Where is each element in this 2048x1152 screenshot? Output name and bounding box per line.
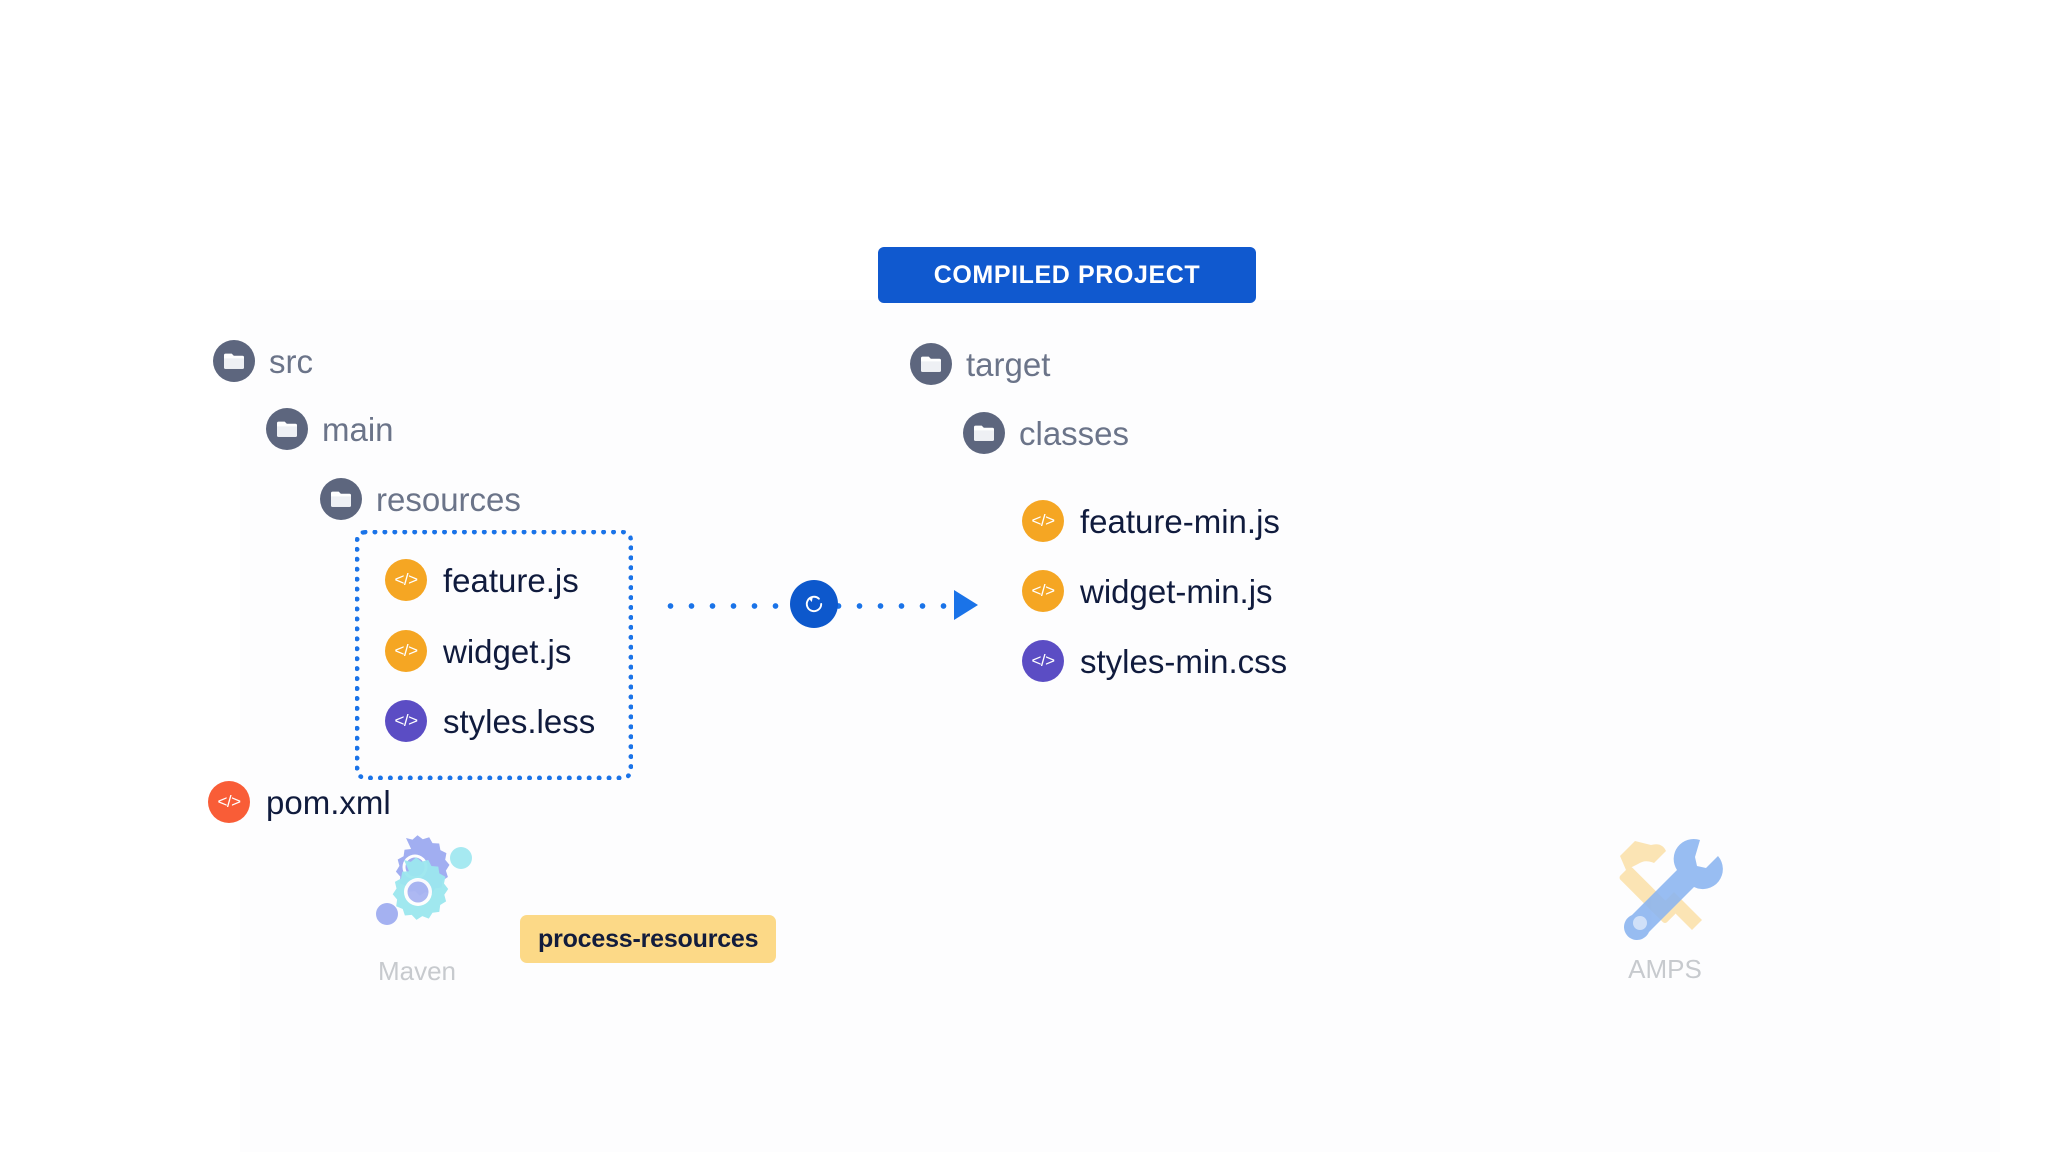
tree-node-label: src bbox=[269, 342, 313, 380]
compiled-project-banner: COMPILED PROJECT bbox=[878, 247, 1256, 303]
code-file-icon: </> bbox=[1022, 640, 1064, 682]
file-item-styles-min-css[interactable]: </> styles-min.css bbox=[1022, 640, 1287, 682]
file-item-label: widget-min.js bbox=[1080, 572, 1273, 610]
selected-resources-outline bbox=[355, 530, 633, 780]
tree-node-classes[interactable]: classes bbox=[963, 412, 1129, 454]
tree-node-label: target bbox=[966, 345, 1051, 383]
code-file-icon-glyph: </> bbox=[394, 711, 418, 730]
code-file-icon: </> bbox=[208, 781, 250, 823]
folder-icon bbox=[963, 412, 1005, 454]
file-item-label: styles.less bbox=[443, 702, 596, 740]
tree-node-src[interactable]: src bbox=[213, 340, 313, 382]
tree-node-target[interactable]: target bbox=[910, 343, 1050, 385]
code-file-icon: </> bbox=[385, 700, 427, 742]
code-file-icon-glyph: </> bbox=[1031, 651, 1055, 670]
transform-arrow bbox=[660, 580, 980, 628]
goal-badge: process-resources bbox=[520, 915, 777, 963]
hammer-wrench-icon bbox=[1604, 828, 1726, 940]
code-file-icon: </> bbox=[385, 630, 427, 672]
tree-node-label: classes bbox=[1019, 414, 1130, 452]
code-file-icon-glyph: </> bbox=[217, 792, 241, 811]
tool-caption: Maven bbox=[377, 956, 457, 986]
code-file-icon-glyph: </> bbox=[394, 641, 418, 660]
file-item-pom-xml[interactable]: </> pom.xml bbox=[208, 781, 391, 823]
file-item-label: feature-min.js bbox=[1080, 502, 1280, 540]
code-file-icon: </> bbox=[1022, 570, 1064, 612]
tree-node-main[interactable]: main bbox=[266, 408, 394, 450]
folder-icon bbox=[213, 340, 255, 382]
tree-node-resources[interactable]: resources bbox=[320, 478, 521, 520]
file-item-widget-js[interactable]: </> widget.js bbox=[385, 630, 571, 672]
goal-badge-label: process-resources bbox=[538, 924, 759, 953]
code-file-icon-glyph: </> bbox=[394, 570, 418, 589]
file-item-styles-less[interactable]: </> styles.less bbox=[385, 700, 595, 742]
file-item-feature-min-js[interactable]: </> feature-min.js bbox=[1022, 500, 1280, 542]
code-file-icon-glyph: </> bbox=[1031, 581, 1055, 600]
file-item-label: widget.js bbox=[443, 632, 572, 670]
arrow-right-icon bbox=[954, 590, 978, 620]
file-item-label: pom.xml bbox=[266, 783, 391, 821]
code-file-icon: </> bbox=[385, 559, 427, 601]
tool-block-amps: AMPS bbox=[1590, 828, 1740, 982]
gears-icon bbox=[358, 830, 476, 942]
file-item-widget-min-js[interactable]: </> widget-min.js bbox=[1022, 570, 1273, 612]
tool-block-maven: Maven bbox=[342, 830, 492, 984]
folder-icon bbox=[910, 343, 952, 385]
folder-icon bbox=[266, 408, 308, 450]
tool-caption: AMPS bbox=[1628, 954, 1702, 984]
file-item-label: styles-min.css bbox=[1080, 642, 1288, 680]
tree-node-label: main bbox=[322, 410, 394, 448]
code-file-icon: </> bbox=[1022, 500, 1064, 542]
folder-icon bbox=[320, 478, 362, 520]
tree-node-label: resources bbox=[376, 480, 521, 518]
compiled-project-banner-label: COMPILED PROJECT bbox=[933, 260, 1201, 289]
refresh-icon bbox=[790, 580, 838, 628]
file-item-feature-js[interactable]: </> feature.js bbox=[385, 559, 579, 601]
code-file-icon-glyph: </> bbox=[1031, 511, 1055, 530]
file-item-label: feature.js bbox=[443, 561, 579, 599]
